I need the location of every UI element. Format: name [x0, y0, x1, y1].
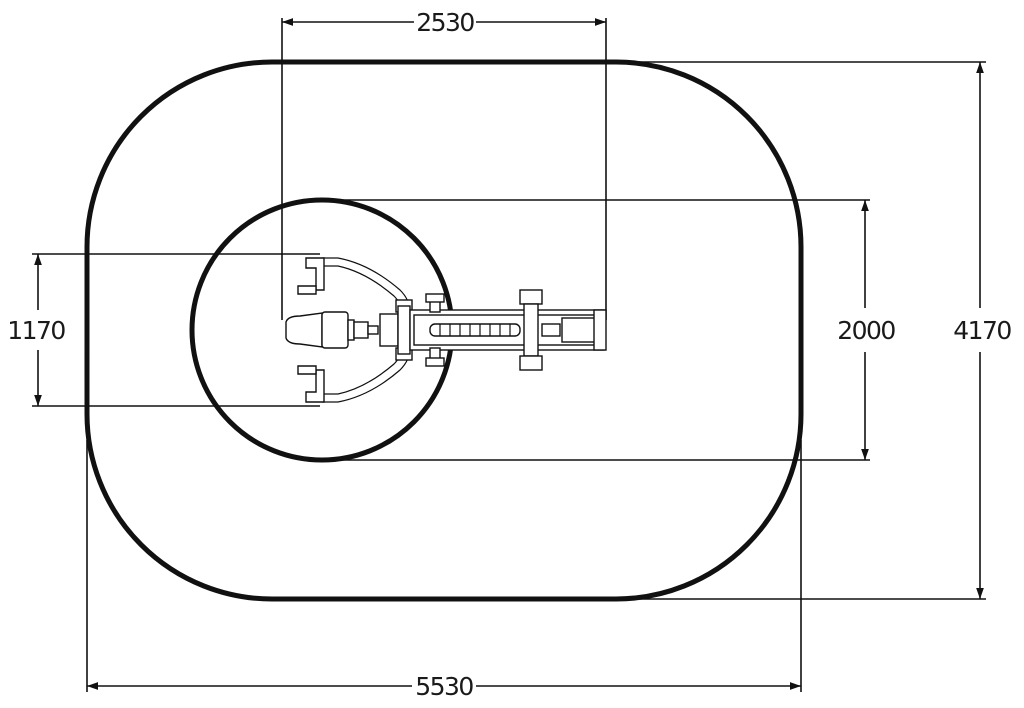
lower-handle-arm	[297, 345, 413, 403]
dimension-circle-diameter-label: 2000	[837, 316, 895, 345]
safety-zone-outline	[84, 59, 804, 602]
weight-stack	[429, 323, 521, 337]
upper-handle-arm	[297, 257, 413, 315]
dimension-overall-depth-label: 4170	[953, 316, 1011, 345]
dimension-overall-width-label: 5530	[415, 672, 473, 701]
seat	[285, 311, 379, 349]
dimension-top-width: 2530	[281, 8, 607, 320]
dimension-handle-span-label: 1170	[7, 316, 65, 345]
dimension-overall-depth: 4170	[620, 61, 1013, 600]
cross-bar	[519, 289, 561, 371]
rear-cap	[561, 309, 607, 351]
dimension-top-width-label: 2530	[416, 8, 474, 37]
dimension-overall-width: 5530	[86, 440, 802, 701]
dimension-handle-span: 1170	[7, 253, 320, 407]
dimension-circle-diameter: 2000	[322, 199, 897, 461]
exercise-machine	[285, 257, 607, 403]
